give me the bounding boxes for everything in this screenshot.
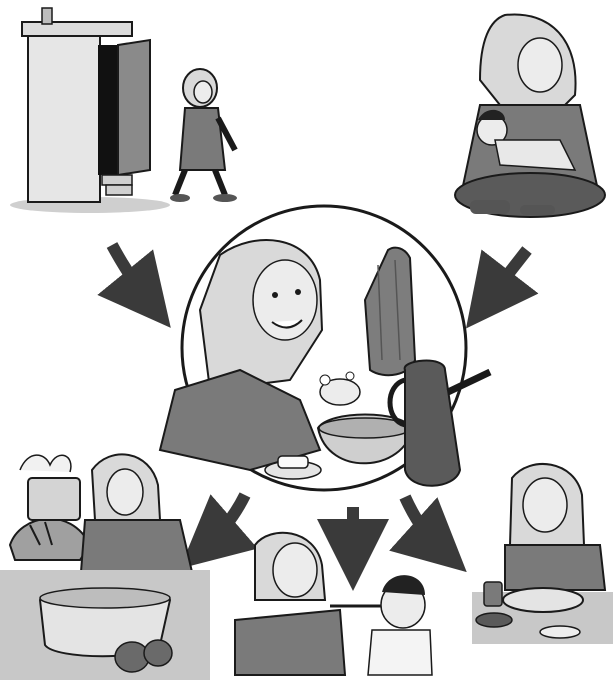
- arrow-handwashing-to-eating: [405, 497, 440, 548]
- child-cleaning-scene: [455, 14, 605, 217]
- latrine-scene: [10, 8, 237, 213]
- feeding-child-scene: [235, 533, 432, 675]
- walking-girl: [170, 69, 237, 202]
- cooking-scene: [0, 454, 210, 680]
- handwashing-scene: [160, 206, 490, 490]
- arrow-latrine-to-handwashing: [112, 245, 148, 300]
- arrow-handwashing-to-cooking: [207, 495, 245, 545]
- eating-scene: [472, 464, 613, 644]
- arrow-child-to-handwashing: [488, 250, 527, 300]
